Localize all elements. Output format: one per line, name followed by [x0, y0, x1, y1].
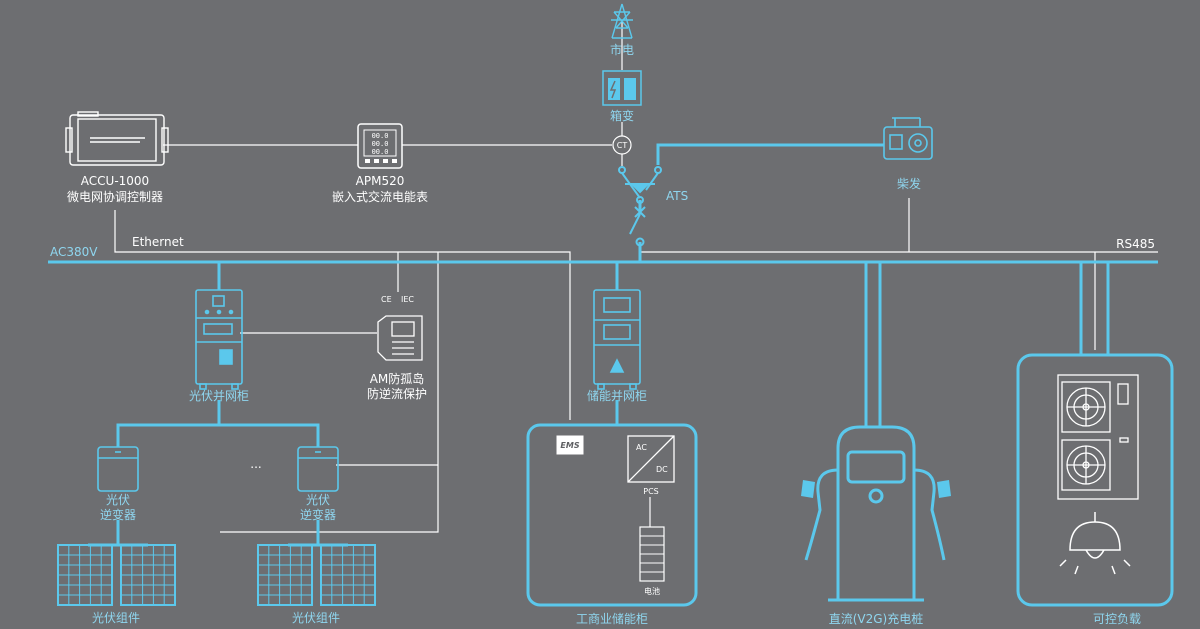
apm-model: APM520 — [356, 174, 405, 188]
pv-panel-icon — [320, 544, 376, 606]
pv-panel-icon — [57, 544, 113, 606]
charger-label: 直流(V2G)充电桩 — [829, 611, 924, 626]
accu-model: ACCU-1000 — [81, 174, 149, 188]
storage-cabinet-label: 储能并网柜 — [587, 388, 647, 403]
grid-label: 市电 — [610, 42, 634, 57]
accu-controller-icon — [65, 111, 169, 166]
lamp-icon — [1059, 512, 1131, 575]
v2g-charger-icon — [804, 425, 946, 602]
diesel-label: 柴发 — [897, 176, 921, 191]
am-protection-device-icon — [377, 315, 423, 361]
pv-cabinet-icon — [195, 289, 243, 390]
inverter-ellipsis: ... — [250, 457, 261, 471]
controllable-load-box — [1016, 353, 1174, 607]
breaker-icon — [629, 206, 646, 247]
iec-mark: IEC — [401, 295, 414, 304]
inverter-comm-line — [220, 252, 439, 533]
pv-panel-icon — [257, 544, 313, 606]
ct-label: CT — [617, 141, 628, 150]
pv-inverter-2-line1: 光伏 — [306, 493, 330, 507]
ac-bus-label: AC380V — [50, 245, 98, 259]
ethernet-label: Ethernet — [132, 235, 184, 249]
meter-reading-3: 00.0 — [372, 148, 389, 156]
dc-label: DC — [656, 465, 668, 474]
ats-switch-icon — [618, 166, 662, 204]
ems-label: EMS — [560, 441, 579, 450]
ce-mark: CE — [381, 295, 392, 304]
white-wiring — [114, 22, 1158, 533]
transformer-icon — [602, 70, 642, 106]
accu-name: 微电网协调控制器 — [67, 189, 163, 204]
pv-cabinet-label: 光伏并网柜 — [189, 389, 249, 403]
storage-cabinet-icon — [593, 289, 641, 390]
grid-tower-icon — [611, 3, 633, 39]
pv-inverter1-feed — [116, 400, 221, 447]
rs485-label: RS485 — [1116, 237, 1155, 251]
storage-unit-label: 工商业储能柜 — [576, 611, 648, 626]
pv-inverter-1-line1: 光伏 — [106, 493, 130, 507]
meter-reading-1: 00.0 — [372, 132, 389, 140]
transformer-label: 箱变 — [610, 108, 634, 123]
pcs-label: PCS — [643, 487, 659, 496]
am-label-line2: 防逆流保护 — [367, 386, 427, 401]
air-conditioner-icon — [1057, 374, 1139, 500]
am-label-line1: AM防孤岛 — [370, 371, 425, 386]
apm-name: 嵌入式交流电能表 — [332, 189, 428, 204]
pv-inverter-2-line2: 逆变器 — [300, 507, 336, 522]
pv-inverter-2-icon — [297, 446, 339, 492]
load-label: 可控负载 — [1093, 612, 1141, 626]
pv-panel-icon — [120, 544, 176, 606]
diesel-generator-icon — [883, 117, 933, 160]
storage-unit-box — [526, 423, 698, 607]
pv-inverter-1-line2: 逆变器 — [100, 507, 136, 522]
pv-modules-group — [57, 544, 376, 606]
meter-reading-2: 00.0 — [372, 140, 389, 148]
ct-icon — [612, 135, 632, 155]
battery-label: 电池 — [644, 586, 660, 596]
ethernet-line — [114, 210, 571, 420]
ac-label: AC — [636, 443, 647, 452]
charger-nozzle-icon — [801, 480, 951, 498]
ats-label: ATS — [666, 189, 688, 203]
pv-inverter-1-icon — [97, 446, 139, 492]
apm-meter-icon — [357, 123, 403, 169]
pv-module-2-label: 光伏组件 — [292, 611, 340, 625]
pv-inverter2-feed — [219, 423, 320, 447]
diesel-feed — [656, 143, 884, 165]
pv-module-1-label: 光伏组件 — [92, 611, 140, 625]
